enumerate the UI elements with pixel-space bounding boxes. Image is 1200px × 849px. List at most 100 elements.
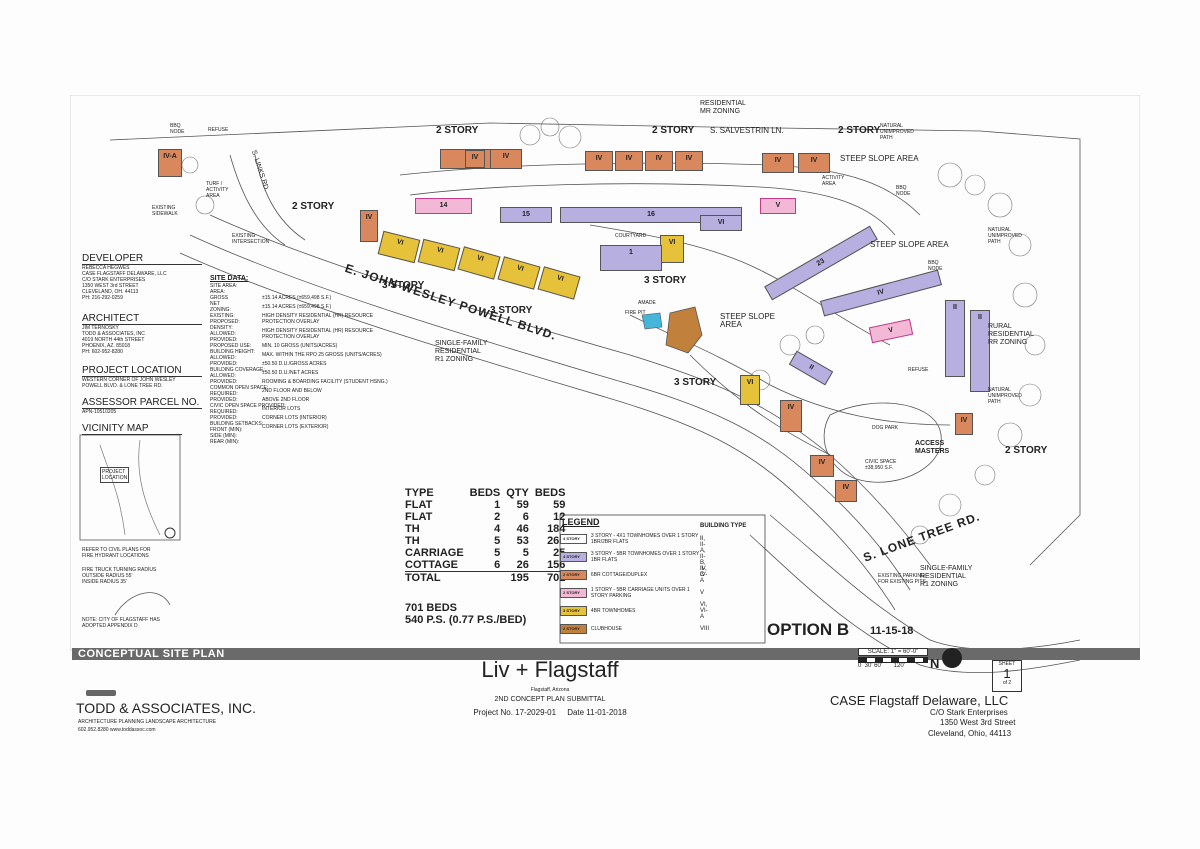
unit-table-cell: 6 <box>494 559 501 571</box>
site-data-heading: SITE DATA: <box>210 275 249 282</box>
legend-row: 4 STORY 3 STORY - 5BR TOWNHOMES OVER 1 ST… <box>560 536 706 578</box>
unit-table-cell: 5 <box>522 547 529 559</box>
building-townhome-flats: 15 <box>500 207 552 223</box>
dog-park-label: DOG PARK <box>872 425 899 431</box>
site-data-label: REQUIRED: <box>210 391 238 397</box>
unit-table-cell: FLAT <box>405 511 433 523</box>
unit-table-header: QTY <box>506 487 529 499</box>
unit-table-cell: 5 <box>494 535 501 547</box>
parking-summary: 540 P.S. (0.77 P.S./BED) <box>405 614 527 626</box>
developer-block: DEVELOPER REBECCA HEGWES CASE FLAGSTAFF … <box>82 253 202 301</box>
site-data-label: AREA: <box>210 289 226 295</box>
legend-swatch: 4 STORY <box>560 552 587 562</box>
unit-table-row: CARRIAGE5525 <box>405 547 571 559</box>
building-cottage: IV <box>490 149 522 169</box>
site-data-label: REQUIRED: <box>210 409 238 415</box>
story-label: 3 STORY <box>674 377 717 388</box>
architect-line: TODD & ASSOCIATES, INC <box>82 331 145 337</box>
site-data-value: ±15.14 ACRES (±659,498 S.F.) <box>262 295 332 301</box>
site-data-label: PROVIDED: <box>210 337 238 343</box>
legend-type: VI, VI-A <box>700 602 708 620</box>
north-arrow-icon <box>942 648 962 668</box>
unit-table-header: BEDS <box>469 487 501 499</box>
assessor-line: APN-10510205 <box>82 409 117 415</box>
note-city: NOTE: CITY OF FLAGSTAFF HAS ADOPTED APPE… <box>82 617 160 629</box>
unit-total-cell <box>470 572 507 585</box>
steep-slope-label: STEEP SLOPE AREA <box>870 240 949 249</box>
legend-story: 2 STORY <box>563 590 580 595</box>
legend-story: 2 STORY <box>563 572 580 577</box>
site-plan-sheet: IV IV IV IV IV IV IV IV IV IV-A IV IV IV… <box>70 95 1140 755</box>
unit-table-cell: 5 <box>494 547 501 559</box>
client-line: C/O Stark Enterprises <box>930 708 1008 717</box>
north-label: N <box>930 656 940 671</box>
project-location-line: WESTERN CORNER OF JOHN WESLEY <box>82 377 176 383</box>
legend-desc: 6BR COTTAGE/DUPLEX <box>590 572 648 578</box>
story-label: 3 STORY <box>644 275 687 286</box>
unit-table-cell: 4 <box>494 523 501 535</box>
site-data-label: PROVIDED: <box>210 397 238 403</box>
parcel-boundary <box>109 122 1081 566</box>
site-data-value: MAX. WITHIN THE RPO 25 GROSS (UNITS/ACRE… <box>262 352 382 358</box>
architect-line: PHOENIX, AZ. 85018 <box>82 343 131 349</box>
legend-story: 4 STORY <box>563 554 580 559</box>
unit-table-cell: 12 <box>553 511 566 523</box>
legend-swatch: 2 STORY <box>560 588 587 598</box>
story-label: 2 STORY <box>1005 445 1048 456</box>
architect-block: ARCHITECT JIM TERNOSKY TODD & ASSOCIATES… <box>82 313 202 355</box>
unit-table-cell: 59 <box>553 499 566 511</box>
unit-table-cell: COTTAGE <box>405 559 458 571</box>
legend-heading: LEGEND <box>562 517 600 527</box>
legend-type: IV, IV-A <box>700 566 708 584</box>
building-cottage: IV-A <box>158 149 182 177</box>
site-data-label: PROPOSED USE: <box>210 343 252 349</box>
site-data-label: PROVIDED: <box>210 379 238 385</box>
legend-type-heading: BUILDING TYPE <box>700 523 747 529</box>
site-data-value: 2ND FLOOR AND BELOW <box>262 388 322 394</box>
zoning-rr: RURAL RESIDENTIAL RR ZONING <box>988 323 1034 346</box>
legend-story: 4 STORY <box>563 536 580 541</box>
unit-table-cell: 46 <box>516 523 529 535</box>
building-cottage: IV <box>585 151 613 171</box>
legend-type: I <box>700 536 702 542</box>
client-name: CASE Flagstaff Delaware, LLC <box>830 693 1009 708</box>
unit-table-cell: 2 <box>494 511 501 523</box>
developer-line: CASE FLAGSTAFF DELAWARE, LLC <box>82 271 167 277</box>
assessor-block: ASSESSOR PARCEL NO. APN-10510205 <box>82 397 202 415</box>
story-label: 3 STORY <box>490 305 533 316</box>
project-submittal: 2ND CONCEPT PLAN SUBMITTAL <box>494 696 606 703</box>
sheet-number: 1 <box>1003 666 1011 681</box>
street-name-salvestrin: S. SALVESTRIN LN. <box>710 126 784 135</box>
site-data-label: ALLOWED: <box>210 355 236 361</box>
building-cottage: IV <box>675 151 703 171</box>
legend-swatch: 3 STORY <box>560 606 587 616</box>
client-line: 1350 West 3rd Street <box>940 718 1016 727</box>
unit-table-cell: FLAT <box>405 499 433 511</box>
access-label: ACCESS MASTERS <box>915 440 950 455</box>
legend-row: 2 STORY 6BR COTTAGE/DUPLEX IV, IV-A <box>560 566 707 584</box>
natural-path-label: NATURAL UNIMPROVED PATH <box>988 227 1022 245</box>
unit-total-cell: 195 <box>510 572 529 584</box>
building-cottage: IV <box>835 480 857 502</box>
client-line: Cleveland, Ohio, 44113 <box>928 729 1012 738</box>
beds-summary: 701 BEDS <box>405 602 457 614</box>
project-location-line: POWELL BLVD. & LONE TREE RD. <box>82 383 163 389</box>
activity-area-label: ACTIVITY AREA <box>822 175 845 187</box>
lone-tree-rd-curb <box>769 514 1081 650</box>
legend-desc: 3 STORY - 5BR TOWNHOMES OVER 1 STORY 1BR… <box>590 551 700 563</box>
site-data-label: SIDE (MIN): <box>210 433 237 439</box>
firm-name: TODD & ASSOCIATES, INC. <box>76 700 256 716</box>
vicinity-block: VICINITY MAP <box>82 423 182 435</box>
vicinity-heading: VICINITY MAP <box>82 423 182 435</box>
sheet-of: of 2 <box>1002 680 1012 686</box>
note-fire: FIRE TRUCK TURNING RADIUS OUTSIDE RADIUS… <box>82 567 157 585</box>
legend-swatch: 2 STORY <box>560 624 587 634</box>
